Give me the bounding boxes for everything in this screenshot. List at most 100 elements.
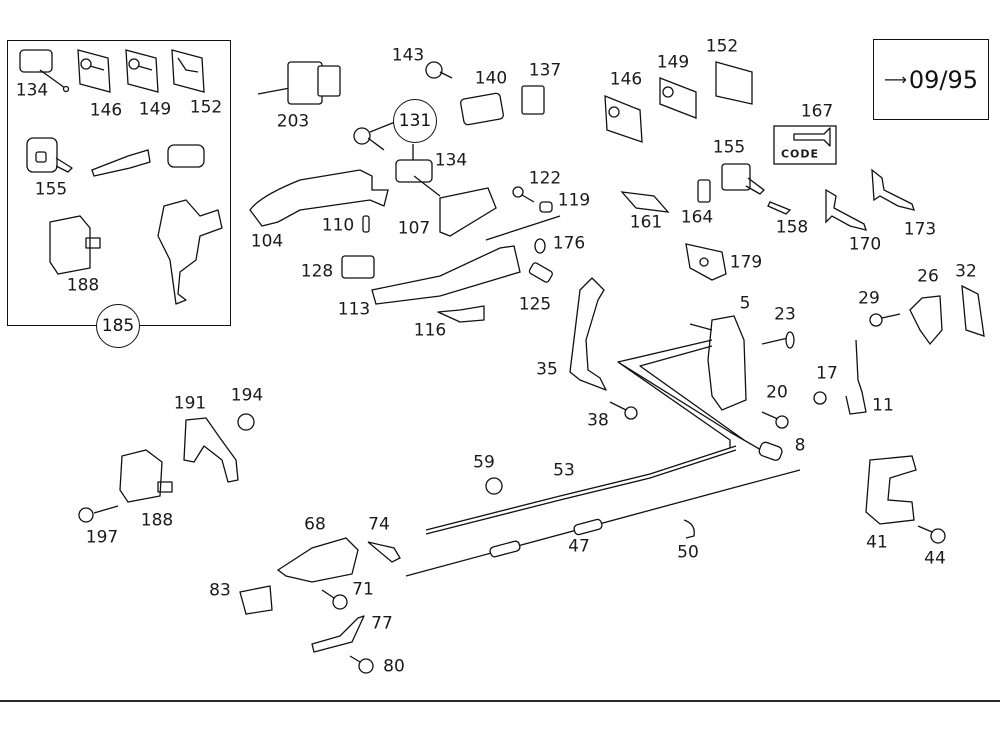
callout-110: 110 bbox=[321, 215, 355, 236]
kit-ref-185-callout: 185 bbox=[96, 304, 140, 348]
part-107-gasket bbox=[439, 187, 497, 237]
callout-104: 104 bbox=[250, 231, 284, 252]
part-173-key-blank bbox=[871, 168, 915, 211]
part-128-insert bbox=[341, 255, 375, 279]
callout-137: 137 bbox=[528, 60, 562, 81]
callout-8: 8 bbox=[794, 435, 806, 456]
part-149-inset-key-tag bbox=[125, 49, 159, 93]
part-155-key-transmitter bbox=[721, 163, 765, 195]
callout-158: 158 bbox=[775, 217, 809, 238]
callout-146: 146 bbox=[89, 100, 123, 121]
part-149-key-tag bbox=[659, 77, 697, 119]
part-71-screw bbox=[321, 589, 348, 610]
callout-146-key-tag: 146 bbox=[609, 69, 643, 90]
callout-173: 173 bbox=[903, 219, 937, 240]
part-164-clip bbox=[697, 179, 711, 203]
callout-176: 176 bbox=[552, 233, 586, 254]
callout-134: 134 bbox=[15, 80, 49, 101]
part-176-plug bbox=[534, 238, 546, 254]
callout-47: 47 bbox=[568, 536, 590, 557]
callout-188: 188 bbox=[66, 275, 100, 296]
part-83-bezel bbox=[239, 585, 273, 615]
callout-122: 122 bbox=[528, 168, 562, 189]
part-32-plate bbox=[961, 284, 985, 337]
callout-203: 203 bbox=[276, 111, 310, 132]
callout-179: 179 bbox=[729, 252, 763, 273]
part-20-screw bbox=[761, 411, 789, 429]
part-143-grommet bbox=[425, 61, 453, 79]
part-17-switch bbox=[813, 391, 827, 405]
callout-68: 68 bbox=[304, 514, 326, 535]
part-11-linkage bbox=[845, 339, 867, 415]
part-29-screw bbox=[869, 313, 901, 327]
callout-119: 119 bbox=[557, 190, 591, 211]
callout-197: 197 bbox=[85, 527, 119, 548]
part-74-clip bbox=[367, 541, 401, 563]
part-137-clip bbox=[521, 85, 545, 115]
part-125-bolt bbox=[528, 262, 553, 283]
part-119-bushing bbox=[539, 201, 553, 213]
callout-41: 41 bbox=[866, 532, 888, 553]
part-194-nut bbox=[237, 413, 255, 431]
callout-32: 32 bbox=[955, 261, 977, 282]
callout-5: 5 bbox=[739, 293, 751, 314]
part-161-plate bbox=[620, 191, 670, 213]
part-152-key-tag bbox=[715, 61, 753, 105]
part-116-spring bbox=[437, 305, 485, 323]
callout-152-key-tag: 152 bbox=[705, 36, 739, 57]
part-140-bezel bbox=[460, 92, 504, 126]
callout-191: 191 bbox=[173, 393, 207, 414]
callout-134-lock: 134 bbox=[434, 150, 468, 171]
callout-44: 44 bbox=[924, 548, 946, 569]
part-197-screw bbox=[78, 505, 119, 523]
callout-128: 128 bbox=[300, 261, 334, 282]
callout-71: 71 bbox=[352, 579, 374, 600]
callout-29: 29 bbox=[858, 288, 880, 309]
callout-155-transmitter: 155 bbox=[712, 137, 746, 158]
callout-83: 83 bbox=[209, 580, 231, 601]
callout-140: 140 bbox=[474, 68, 508, 89]
effective-date-box: ⟶ 09/95 bbox=[873, 39, 989, 120]
part-35-bracket bbox=[569, 277, 607, 391]
part-26-striker bbox=[909, 295, 943, 346]
callout-107: 107 bbox=[397, 218, 431, 239]
part-122-screw bbox=[512, 186, 535, 203]
callout-74: 74 bbox=[368, 514, 390, 535]
part-lock-cylinder-inset bbox=[91, 144, 205, 177]
callout-38: 38 bbox=[587, 410, 609, 431]
part-68-inner-handle bbox=[276, 537, 359, 583]
effective-date-label: 09/95 bbox=[908, 65, 979, 94]
callout-149: 149 bbox=[138, 99, 172, 120]
callout-149-key-tag: 149 bbox=[656, 52, 690, 73]
callout-17: 17 bbox=[816, 363, 838, 384]
part-203-switch bbox=[257, 61, 341, 105]
part-59-clip bbox=[485, 477, 503, 495]
part-8-lock-cylinder bbox=[758, 441, 783, 461]
callout-116: 116 bbox=[413, 320, 447, 341]
arrow-right-icon: ⟶ bbox=[883, 70, 907, 89]
callout-50: 50 bbox=[677, 542, 699, 563]
callout-188-control-unit: 188 bbox=[140, 510, 174, 531]
callout-20: 20 bbox=[766, 382, 788, 403]
part-44-screw bbox=[917, 525, 946, 544]
callout-161: 161 bbox=[629, 212, 663, 233]
part-188-control-unit bbox=[119, 449, 173, 503]
callout-80: 80 bbox=[383, 656, 405, 677]
part-146-key-tag bbox=[604, 95, 643, 143]
part-191-bracket bbox=[183, 417, 239, 483]
callout-194: 194 bbox=[230, 385, 264, 406]
callout-125: 125 bbox=[518, 294, 552, 315]
part-53-rod bbox=[425, 445, 737, 535]
part-38-screw bbox=[609, 401, 638, 420]
callout-53: 53 bbox=[553, 460, 575, 481]
callout-143: 143 bbox=[391, 45, 425, 66]
callout-113: 113 bbox=[337, 299, 371, 320]
part-146-inset-key-tag bbox=[77, 49, 111, 93]
code-card-text: CODE bbox=[780, 147, 820, 161]
part-155-inset-key-fob bbox=[26, 137, 73, 173]
callout-77: 77 bbox=[371, 613, 393, 634]
callout-23: 23 bbox=[774, 304, 796, 325]
part-104-outer-handle bbox=[249, 169, 389, 227]
